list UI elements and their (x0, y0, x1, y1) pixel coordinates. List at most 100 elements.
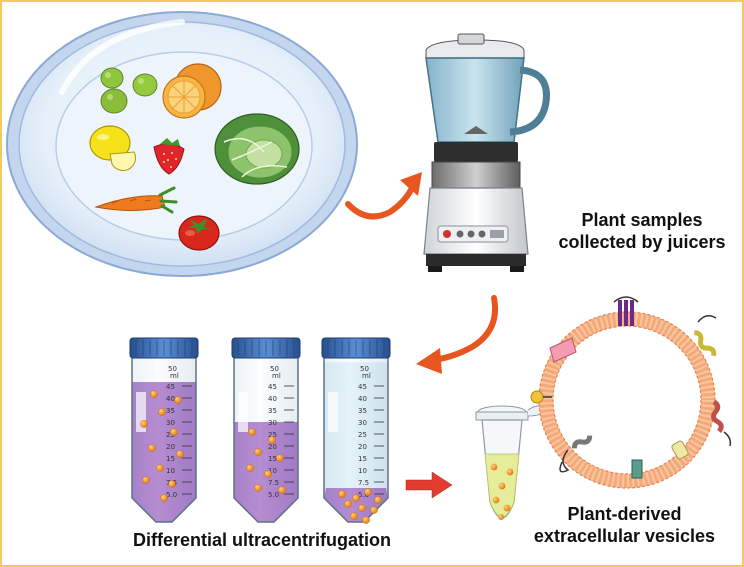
tick-label: 7.5 (268, 479, 279, 487)
tick-label: 30 (358, 419, 367, 427)
vesicle-particle (160, 494, 168, 502)
membrane-protein-yellow-helix (694, 315, 717, 357)
tick-label: 10 (268, 467, 277, 475)
carrot-icon (94, 186, 178, 214)
tick-label: 40 (358, 395, 367, 403)
tick-label: 20 (358, 443, 367, 451)
vesicle-particle (374, 496, 382, 504)
membrane-protein-gold (530, 390, 552, 404)
kiwi-icon (100, 67, 158, 114)
blender-icon (423, 33, 550, 272)
tick-label: 45 (358, 383, 367, 391)
vesicle-particle (150, 390, 158, 398)
tick-label: 35 (358, 407, 367, 415)
arrow-plate-to-blender (345, 185, 415, 220)
vesicle-particle (248, 428, 256, 436)
label-juicer: Plant samples collected by juicers (542, 210, 742, 253)
tick-label: 40 (268, 395, 277, 403)
tick-label: 25 (268, 431, 277, 439)
tube-body (233, 353, 299, 523)
tick-label: 30 (166, 419, 175, 427)
vesicle-particle (364, 488, 372, 496)
arrow-red-icon (405, 471, 453, 499)
tick-label: 45 (268, 383, 277, 391)
tick-label: 7.5 (358, 479, 369, 487)
tube-label-panel (238, 392, 248, 432)
tube-cap-text: 50 (270, 365, 279, 373)
tick-label: 10 (166, 467, 175, 475)
membrane-protein-red-helix (711, 399, 732, 447)
vesicle-particle (344, 500, 352, 508)
vesicle-particle (246, 464, 254, 472)
arrow-head-2 (416, 348, 442, 374)
tube-cap-unit: ml (170, 372, 179, 380)
tube-cap-unit: ml (362, 372, 371, 380)
label-ultracentrifugation: Differential ultracentrifugation (132, 530, 392, 550)
vesicle-particle (156, 464, 164, 472)
vesicle-particle (338, 490, 346, 498)
vesicle-particle (140, 420, 148, 428)
tick-label: 20 (268, 443, 277, 451)
vesicle-particle (268, 436, 276, 444)
tick-label: 5.0 (268, 491, 279, 499)
tube-label-panel (136, 392, 146, 432)
tube-cap-text: 50 (360, 365, 369, 373)
lemon-icon (89, 125, 137, 172)
membrane-protein-purple (613, 296, 639, 326)
label-juicer-line1: Plant samples (581, 210, 703, 230)
label-vesicles-line2: extracellular vesicles (533, 525, 716, 546)
cabbage-icon (214, 113, 300, 185)
vesicle-particle (254, 484, 262, 492)
vesicle-membrane-icon (530, 296, 732, 489)
vesicle-particle (276, 454, 284, 462)
vesicle-particle (278, 486, 286, 494)
tick-label: 20 (166, 443, 175, 451)
tick-label: 15 (358, 455, 367, 463)
vesicle-particle (370, 506, 378, 514)
vesicle-particle (254, 448, 262, 456)
tube-cap-text: 50 (168, 365, 177, 373)
vesicle-particle (142, 476, 150, 484)
vesicle-particle (264, 470, 272, 478)
arrow-blender-to-tubes (431, 295, 498, 363)
arrow-head-1 (400, 172, 422, 196)
tick-label: 35 (166, 407, 175, 415)
membrane-protein-gray-helix (559, 435, 593, 473)
tomato-icon (178, 215, 220, 251)
tick-label: 45 (166, 383, 175, 391)
tick-label: 25 (166, 431, 175, 439)
eppendorf-tube-icon (475, 405, 545, 520)
strawberry-icon (153, 138, 185, 175)
tick-label: 35 (268, 407, 277, 415)
tick-label: 5.0 (358, 491, 369, 499)
centrifuge-tubes: 50ml45403530252015107.55.050ml4540353025… (129, 337, 391, 524)
vesicle-particle (168, 480, 176, 488)
tick-label: 40 (166, 395, 175, 403)
vesicle-particle (170, 428, 178, 436)
membrane-protein-cream (671, 440, 689, 460)
orange-icon (162, 63, 222, 119)
tick-label: 15 (268, 455, 277, 463)
tick-label: 30 (268, 419, 277, 427)
label-vesicles-line1: Plant-derived (567, 504, 682, 524)
vesicle-particle (174, 396, 182, 404)
vesicle-particle (148, 444, 156, 452)
membrane-protein-pink (549, 337, 577, 363)
label-juicer-line2: collected by juicers (558, 231, 726, 252)
vesicle-particle (350, 512, 358, 520)
tick-label: 10 (358, 467, 367, 475)
tick-label: 5.0 (166, 491, 177, 499)
label-vesicles: Plant-derived extracellular vesicles (507, 504, 742, 547)
vesicle-particle (176, 450, 184, 458)
tick-label: 15 (166, 455, 175, 463)
vesicle-particle (362, 516, 370, 524)
vesicle-particle (358, 504, 366, 512)
membrane-protein-teal (631, 459, 643, 479)
tube-label-panel (328, 392, 338, 432)
tube-cap-unit: ml (272, 372, 281, 380)
